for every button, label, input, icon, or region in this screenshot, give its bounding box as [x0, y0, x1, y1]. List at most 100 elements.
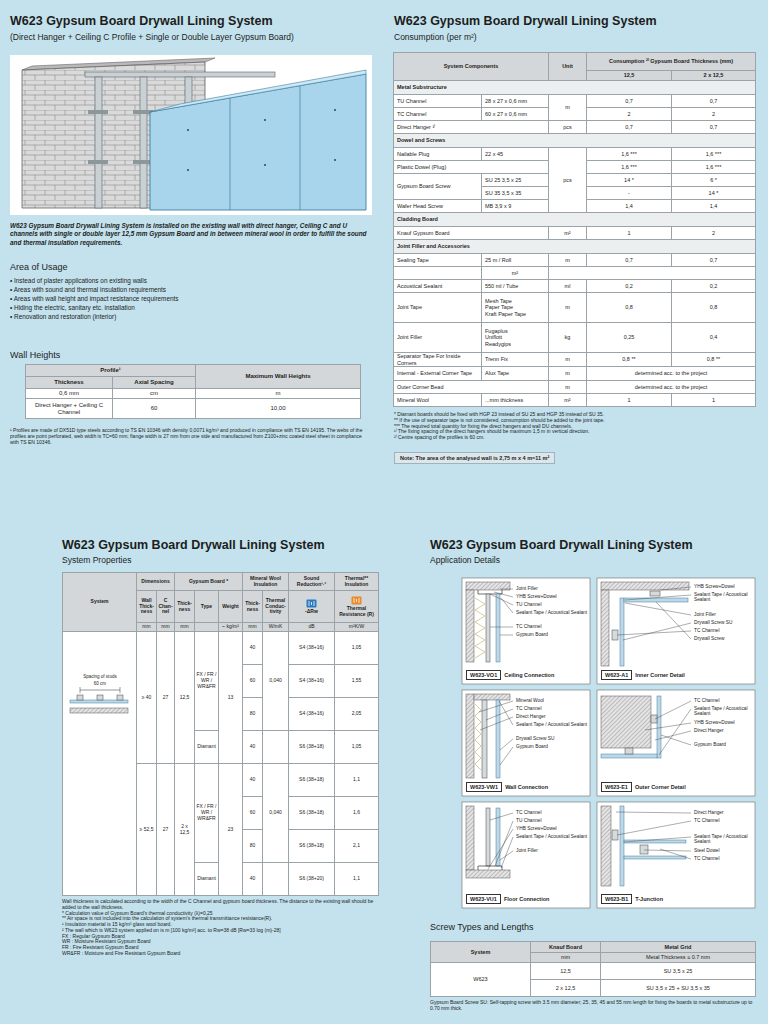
detail-frames [462, 690, 590, 796]
system-illustration [230, 98, 231, 210]
detail-inner-corner [601, 582, 691, 666]
part-label: Sealant Tape / Acoustical Sealant [694, 834, 752, 845]
table-cell: 0,8 [671, 292, 756, 323]
part-label: TC Channel [694, 628, 752, 633]
detail-code: W623-A1 [605, 672, 628, 678]
detail-frames [597, 802, 755, 908]
table-cell: S6 (38+18) [288, 730, 335, 764]
table-text: Metal Thickness ≤ 0.7 mm [646, 954, 710, 960]
subtitle: Application Details [430, 556, 500, 566]
part-label: TU Channel [516, 602, 588, 607]
table-cell: 0,8 ** [586, 352, 672, 367]
table-cell: kg [548, 322, 587, 353]
table-cell: Unit [548, 52, 587, 81]
table-text: determined acc. to the project [635, 370, 707, 376]
detail-floor-connection [466, 870, 510, 878]
table-cell: 60 x 27 x 0,6 mm [481, 107, 549, 121]
table-cell: S6 (38+20) [288, 862, 335, 896]
table-text: 14 * [709, 190, 719, 196]
part-label: Joint Filler [516, 848, 588, 853]
table-cell: Thermal** Insulation [334, 572, 379, 591]
table-cell: 0,7 [586, 253, 672, 267]
table-cell: Knauf Gypsum Board [393, 226, 549, 240]
table-text: 2 x 12,5 [556, 985, 576, 991]
intro-paragraph: W623 Gypsum Board Drywall Lining System … [10, 222, 372, 247]
table-cell: Separator Tape For Inside Corners [393, 352, 482, 367]
table-text: Alux Tape [485, 370, 509, 376]
label-slot: System Properties [62, 556, 131, 566]
caption-slot: T-Junction [635, 896, 663, 902]
bullet-item: • Areas with sound and thermal insulatio… [10, 286, 370, 295]
text-block: • Instead of plaster applications on exi… [10, 277, 370, 322]
label-slot: Direct Hanger [694, 728, 752, 733]
table-text: 0,7 [710, 124, 718, 130]
table-cell [262, 862, 289, 896]
table-text: System Components [444, 63, 499, 69]
section-heading: Area of Usage [10, 262, 68, 272]
table-text: 1 [627, 230, 630, 236]
table-cell: 27 [156, 763, 175, 896]
part-label: Direct Hanger [694, 728, 752, 733]
detail-wall-connection [466, 694, 474, 778]
stud-spacing-sketch [70, 700, 128, 703]
part-label: Joint Filler [516, 586, 588, 591]
table-cell: 0,8 ** [671, 352, 756, 367]
table-text: Profile¹ [100, 367, 121, 374]
table-cell: 0,7 [671, 120, 756, 134]
table-text: Thickness [54, 379, 83, 386]
part-label: YHB Screw+Dowel [516, 594, 588, 599]
detail-ceiling-connection [490, 589, 513, 635]
table-text: 60 [250, 810, 256, 816]
table-text: 40 [250, 645, 256, 651]
table-cell: 28 x 27 x 0,6 mm [481, 94, 549, 108]
detail-ceiling-connection [500, 635, 513, 636]
table-text: 0,7 [710, 257, 718, 263]
table-text: Sealing Tape [397, 257, 429, 263]
detail-frames [597, 578, 755, 684]
table-text: 0,4 [710, 334, 718, 340]
table-text: Thermal** Insulation [336, 576, 377, 588]
detail-floor-connection [496, 808, 500, 866]
text-block: Wall thickness is calculated according t… [62, 899, 378, 957]
label-slot: TC Channel [516, 624, 588, 629]
table-text: m² [564, 397, 570, 403]
table-cell: Metal Substructure [393, 80, 756, 95]
table-text: m [565, 384, 570, 390]
table-cell: pcs [548, 147, 587, 213]
table-text: Gypsum Board * [189, 579, 228, 585]
caption-slot: Ceiling Connection [504, 672, 554, 678]
table-cell: S6 (38+18) [288, 796, 335, 830]
table-cell: 60 [242, 796, 263, 830]
table-text: 12,5 [180, 695, 190, 701]
table-text: Knauf Board [549, 944, 582, 950]
detail-caption: T-Junction [635, 896, 663, 902]
label-slot: Mineral Wool [516, 698, 588, 703]
label-slot: Steel Dowel [694, 848, 752, 853]
label-slot: Joint Filler [694, 612, 752, 617]
table-cell: 0,040 [262, 763, 289, 863]
table-text: SU 3,5 x 25 + SU 3,5 x 35 [646, 985, 710, 991]
detail-floor-connection [466, 806, 474, 870]
table-text: determined acc. to the project [635, 384, 707, 390]
caption-slot: Wall Connection [505, 784, 548, 790]
detail-wall-connection [500, 739, 513, 750]
part-label: Gypsum Board [694, 742, 752, 747]
detail-code: W623-VO1 [470, 672, 497, 678]
table-text: Diamant [197, 744, 216, 750]
label-slot: Area of Usage [10, 262, 68, 272]
property-icon [352, 596, 362, 604]
table-text: FX / FR / WR / WR&FR [196, 672, 217, 689]
table-cell: m [548, 253, 587, 267]
system-illustration [300, 86, 301, 210]
detail-ceiling-connection [478, 590, 502, 594]
label-slot: Gypsum Board [516, 744, 588, 749]
part-label: YHB Screw+Dowel [516, 826, 588, 831]
table-text: 550 ml / Tube [485, 283, 518, 289]
table-text: Direct Hanger ¹⁾ [397, 124, 435, 130]
detail-floor-connection [501, 837, 513, 868]
label-slot: W623 Gypsum Board Drywall Lining System … [10, 222, 372, 247]
table-text: m² [564, 230, 570, 236]
table-cell: 40 [242, 862, 263, 896]
stud-spacing-sketch [120, 687, 121, 693]
